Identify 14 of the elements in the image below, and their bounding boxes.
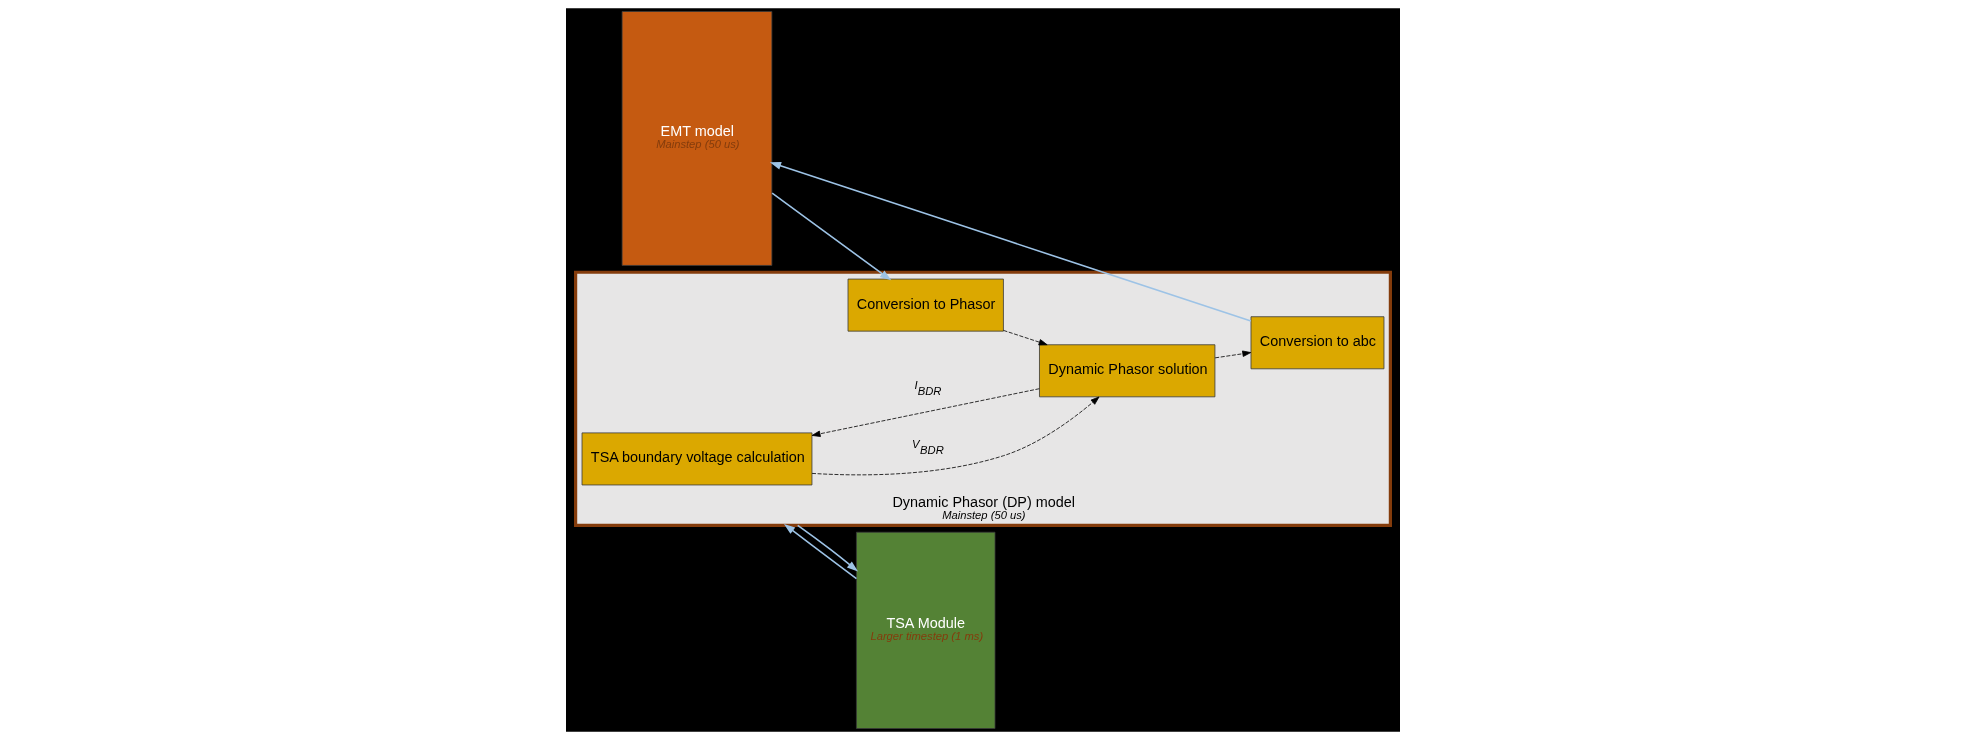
arrow bbox=[796, 524, 859, 572]
arrow bbox=[811, 396, 1100, 476]
node-box: TSA Module Larger timestep (1 ms) bbox=[856, 531, 996, 729]
node-box: Dynamic Phasor solution bbox=[1039, 344, 1216, 398]
node-box: Conversion to abc bbox=[1250, 316, 1385, 370]
node-box: TSA boundary voltage calculation bbox=[581, 432, 813, 486]
arrow bbox=[769, 162, 1252, 322]
arrow bbox=[811, 388, 1040, 437]
arrow bbox=[783, 523, 858, 580]
node-box: EMT model Mainstep (50 us) bbox=[621, 11, 773, 266]
arrow bbox=[1003, 330, 1048, 346]
node-box: Conversion to Phasor bbox=[847, 278, 1004, 332]
arrow bbox=[1214, 350, 1252, 359]
arrow bbox=[771, 192, 892, 281]
